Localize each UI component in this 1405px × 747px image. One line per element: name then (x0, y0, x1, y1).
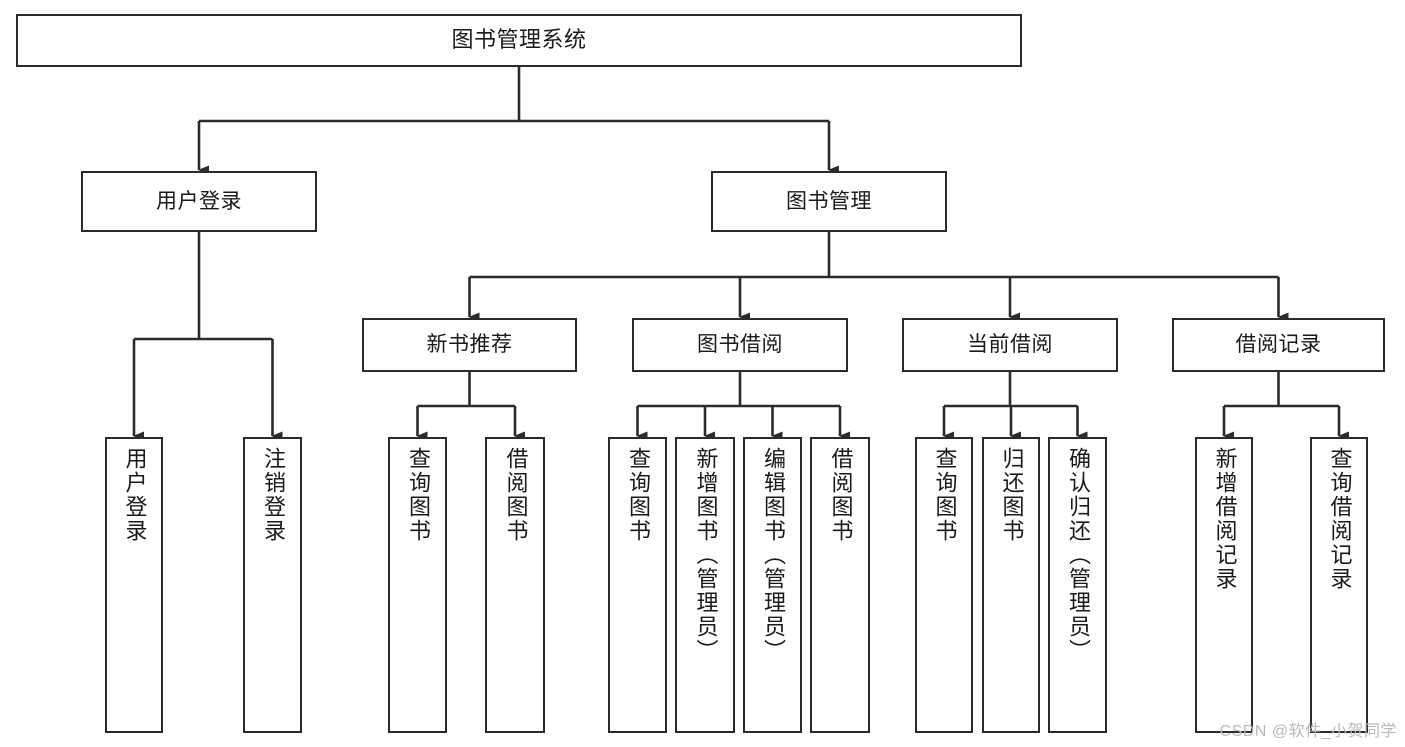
node-book-borrow[interactable]: 图书借阅 (632, 318, 848, 372)
node-root-system[interactable]: 图书管理系统 (16, 14, 1022, 67)
node-label: 借阅记录 (1235, 333, 1322, 357)
leaf-user-login[interactable]: 用户登录 (105, 437, 163, 733)
csdn-watermark: CSDN @软件_小贺同学 (1219, 723, 1397, 740)
node-book-management[interactable]: 图书管理 (711, 171, 947, 232)
node-label: 借阅图书 (828, 447, 854, 543)
leaf-borrow-book[interactable]: 借阅图书 (810, 437, 870, 733)
node-user-login[interactable]: 用户登录 (81, 171, 317, 232)
node-label: 编辑图书（管理员） (760, 447, 786, 663)
node-label: 注销登录 (260, 447, 286, 543)
node-label: 新增图书（管理员） (693, 447, 719, 663)
node-label: 新增借阅记录 (1212, 447, 1238, 591)
node-label: 借阅图书 (503, 447, 529, 543)
leaf-query-borrow-record[interactable]: 查询借阅记录 (1310, 437, 1368, 733)
node-label: 归还图书 (999, 447, 1025, 543)
leaf-current-query-book[interactable]: 查询图书 (915, 437, 973, 733)
node-label: 查询借阅记录 (1327, 447, 1353, 591)
node-label: 确认归还（管理员） (1065, 447, 1091, 663)
node-label: 查询图书 (625, 447, 651, 543)
leaf-recommend-borrow-book[interactable]: 借阅图书 (485, 437, 545, 733)
leaf-confirm-return-admin[interactable]: 确认归还（管理员） (1048, 437, 1107, 733)
node-label: 新书推荐 (426, 333, 513, 357)
leaf-return-book[interactable]: 归还图书 (982, 437, 1040, 733)
node-label: 查询图书 (932, 447, 958, 543)
leaf-add-book-admin[interactable]: 新增图书（管理员） (675, 437, 735, 733)
node-label: 图书借阅 (697, 333, 783, 357)
node-current-borrow[interactable]: 当前借阅 (902, 318, 1118, 372)
node-new-book-recommend[interactable]: 新书推荐 (362, 318, 577, 372)
leaf-edit-book-admin[interactable]: 编辑图书（管理员） (743, 437, 802, 733)
node-label: 用户登录 (156, 189, 242, 213)
leaf-add-borrow-record[interactable]: 新增借阅记录 (1195, 437, 1253, 733)
node-label: 当前借阅 (967, 333, 1053, 357)
leaf-recommend-query-book[interactable]: 查询图书 (388, 437, 447, 733)
leaf-borrow-query-book[interactable]: 查询图书 (608, 437, 667, 733)
node-borrow-record[interactable]: 借阅记录 (1172, 318, 1385, 372)
node-label: 用户登录 (122, 447, 148, 543)
leaf-logout[interactable]: 注销登录 (243, 437, 302, 733)
node-label: 查询图书 (405, 447, 431, 543)
node-label: 图书管理系统 (451, 27, 587, 53)
node-label: 图书管理 (786, 189, 872, 213)
